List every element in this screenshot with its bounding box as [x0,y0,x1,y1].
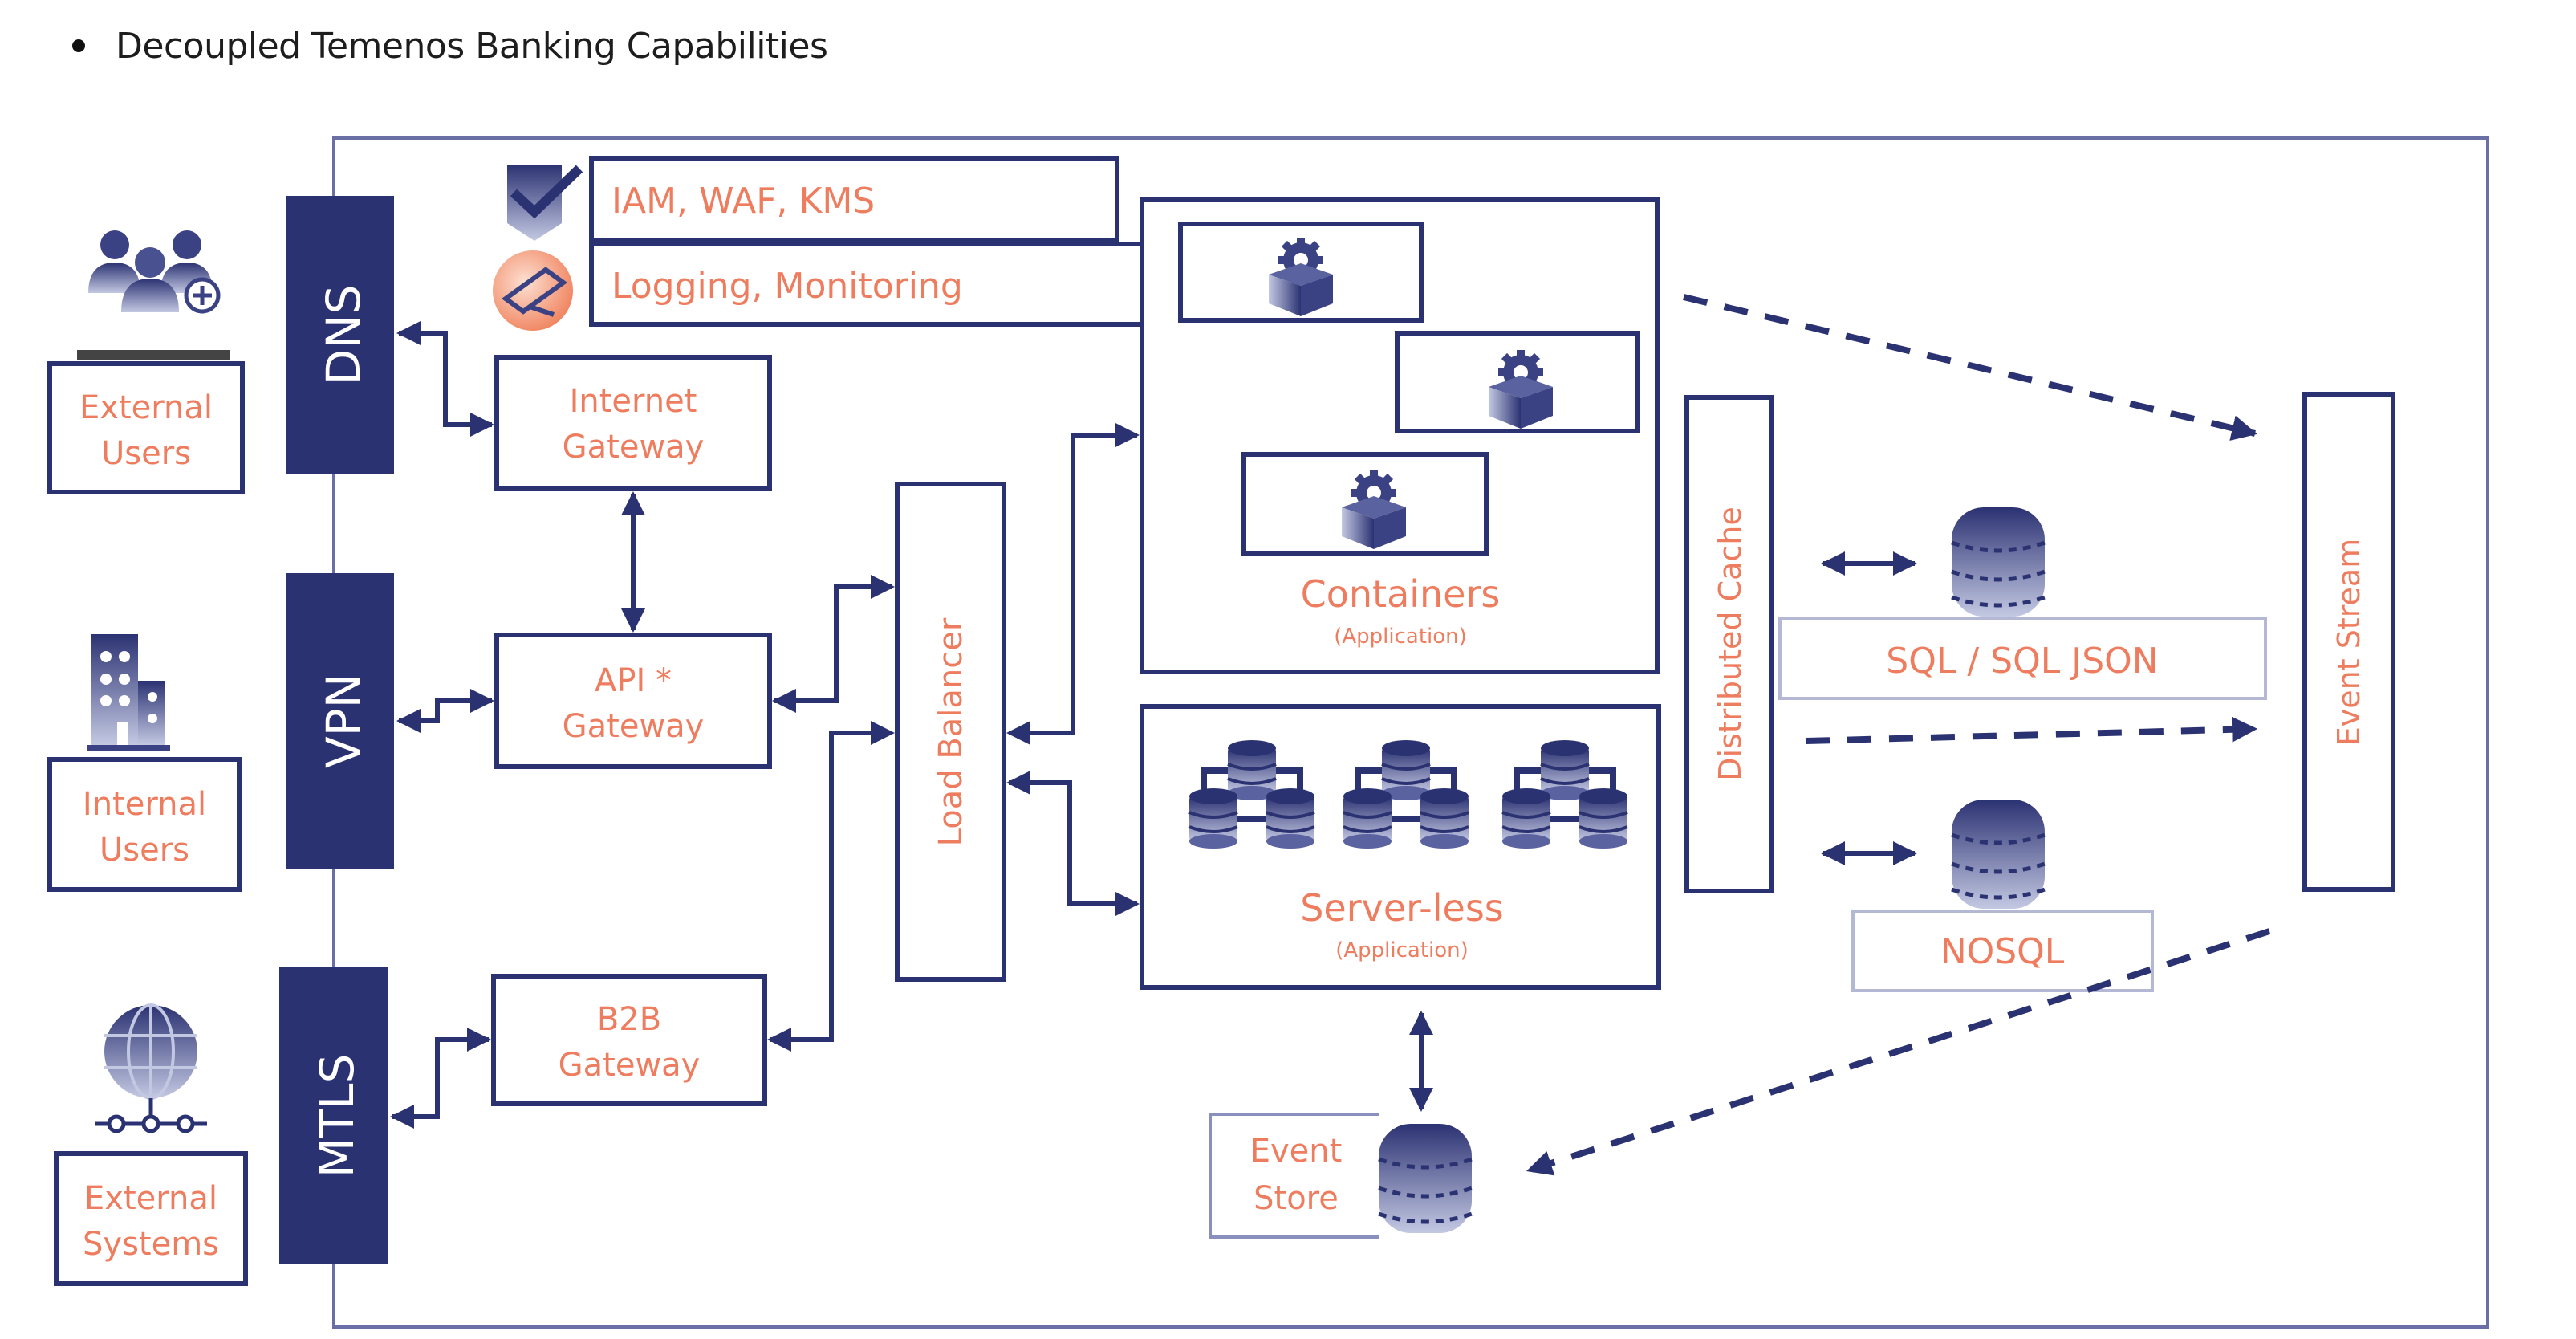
b2b-gateway-load-balancer-arrow [767,721,895,1052]
b2b-gateway-label-line1: B2B [597,1001,661,1038]
event-store-label-line2: Store [1253,1180,1339,1217]
vpn-api-gateway-arrow [396,689,494,733]
containers-subtitle: (Application) [1334,625,1467,649]
logging-monitoring-box: Logging, Monitoring [589,242,1146,327]
dns-internet-gateway-arrow [396,321,494,437]
internet-gateway-label-line1: Internet [570,383,697,420]
connectors [332,138,1917,1327]
dns-bar: DNS [286,196,394,474]
iam-waf-kms-label: IAM, WAF, KMS [611,181,875,222]
api-gateway-label-line1: API * [595,662,672,699]
event-stream-event-store-dashed-arrow [1526,928,2271,1176]
nosql-box [1851,910,2154,992]
external-systems-label-line1: External [84,1180,217,1217]
nosql-database: NOSQL [1851,800,2154,992]
actor-external-systems: External Systems [54,1003,248,1286]
sql-label: SQL / SQL JSON [1886,641,2158,682]
heading-text: Decoupled Temenos Banking Capabilities [116,25,828,67]
building-icon [87,634,170,751]
serverless-subtitle: (Application) [1335,938,1469,963]
cache-event-stream-dashed-arrow [1805,716,2258,744]
external-systems-box [54,1151,248,1286]
pedestal [77,350,230,360]
containers-box: Containers (Application) [1140,197,1660,674]
external-users-label-line2: Users [101,435,191,472]
load-balancer-serverless-arrow [1006,771,1140,916]
b2b-gateway-label-line2: Gateway [559,1047,701,1084]
containers-event-stream-dashed-arrow [1683,294,2258,441]
event-store-label-line1: Event [1250,1133,1343,1170]
external-systems-label-line2: Systems [83,1226,219,1263]
shield-check-icon [507,165,583,241]
vpn-label: VPN [316,674,371,768]
internal-users-label-line1: Internal [83,786,206,823]
event-stream-box: Event Stream [2302,392,2395,892]
serverless-title: Server-less [1300,886,1504,930]
logging-monitoring-label: Logging, Monitoring [611,266,963,307]
load-balancer-label: Load Balancer [932,617,969,846]
load-balancer-box: Load Balancer [895,482,1006,982]
api-gateway-box: API * Gateway [494,633,772,769]
iam-waf-kms-box: IAM, WAF, KMS [589,156,1119,243]
mtls-b2b-gateway-arrow [390,1028,491,1129]
api-gateway-label-line2: Gateway [563,708,705,745]
actor-internal-users: Internal Users [47,634,242,892]
sql-box [1778,617,2267,700]
nosql-label: NOSQL [1940,931,2065,972]
event-store-box [1209,1113,1379,1239]
distributed-cache-label: Distributed Cache [1713,507,1748,781]
actor-external-users: External Users [47,230,245,494]
event-store-database-icon [1379,1124,1472,1233]
b2b-gateway-box: B2B Gateway [491,974,767,1106]
api-gateway-load-balancer-arrow [772,575,895,713]
monitoring-camera-icon [493,250,573,331]
event-store: Event Store [1209,1113,1472,1239]
load-balancer-containers-arrow [1006,423,1140,745]
distributed-cache-box: Distributed Cache [1684,395,1774,893]
external-users-label-line1: External [79,389,213,426]
internal-users-label-line2: Users [100,832,189,869]
serverless-box: Server-less (Application) [1140,704,1661,990]
nosql-database-icon [1952,800,2045,909]
mtls-label: MTLS [310,1054,364,1178]
heading: Decoupled Temenos Banking Capabilities [72,18,828,74]
event-flows [1526,294,2271,1176]
external-users-box [47,361,245,494]
bullet-icon [72,39,85,52]
event-stream-label: Event Stream [2331,539,2367,746]
sql-database-icon [1952,507,2045,617]
globe-network-icon [95,1003,207,1133]
internal-users-box [47,757,242,892]
containers-title: Containers [1301,572,1501,616]
sql-database: SQL / SQL JSON [1778,507,2267,700]
internet-gateway-box: Internet Gateway [494,355,772,491]
vpn-bar: VPN [286,573,394,869]
users-group-icon [88,230,221,314]
mtls-bar: MTLS [279,967,388,1264]
dns-label: DNS [316,285,371,385]
internet-gateway-label-line2: Gateway [563,429,705,466]
